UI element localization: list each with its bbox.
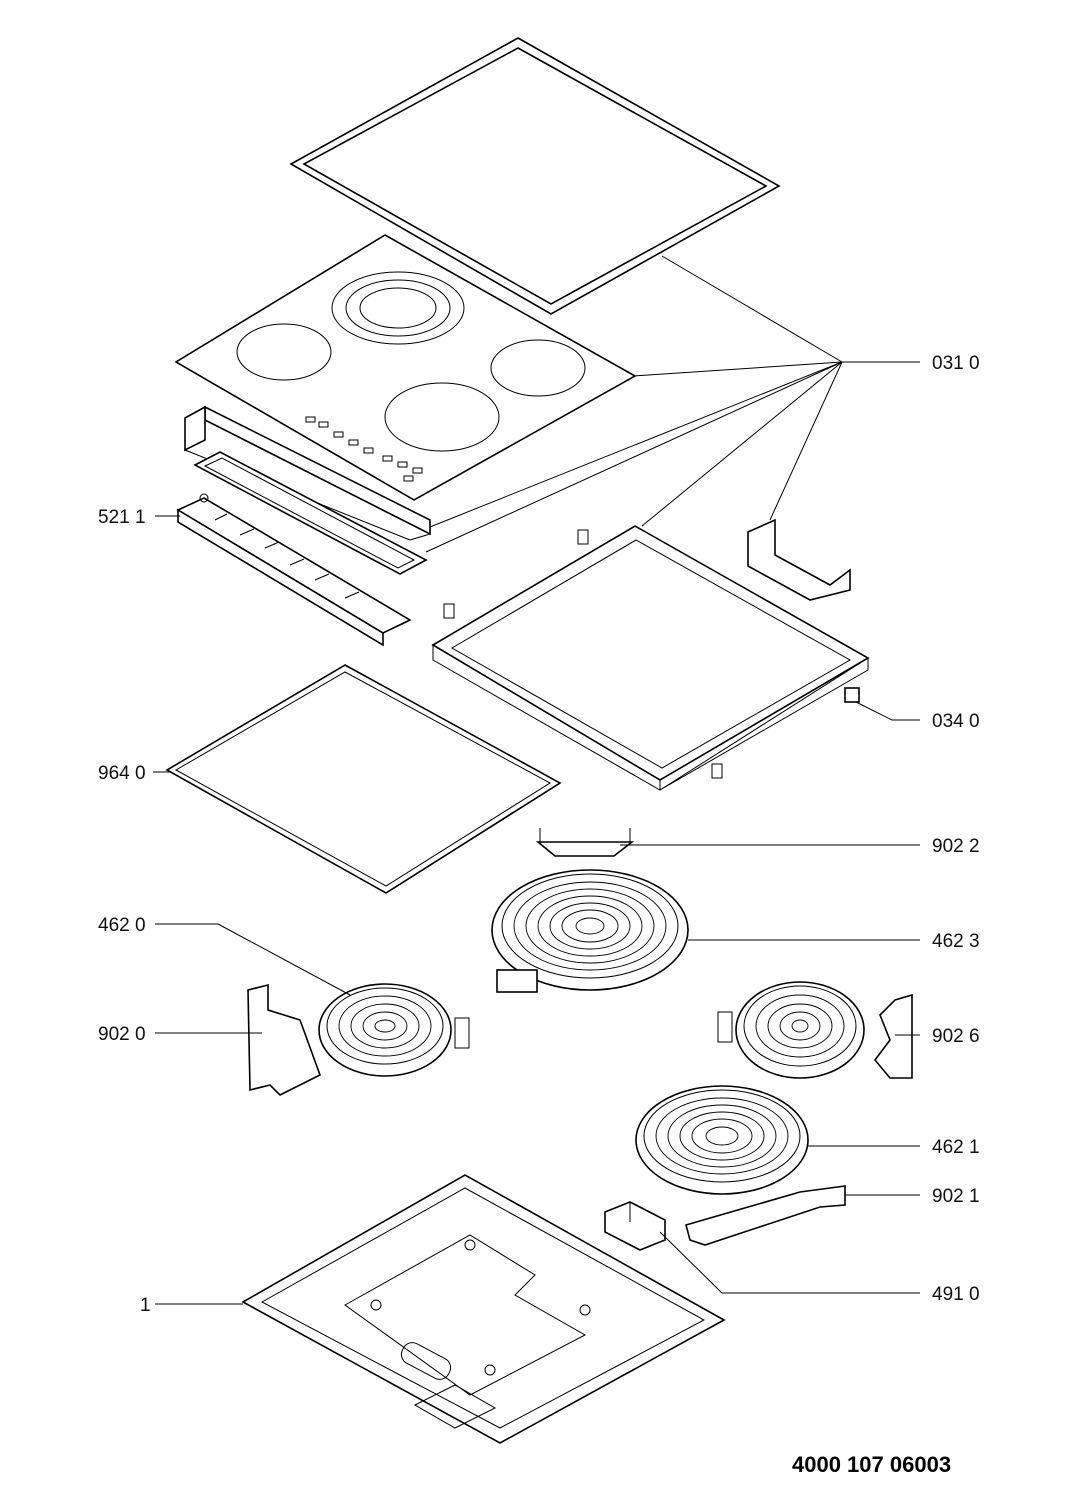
- callout-902-1: 902 1: [932, 1186, 980, 1207]
- callout-462-3: 462 3: [932, 931, 980, 952]
- left-heater: [318, 983, 470, 1077]
- callout-462-1: 462 1: [932, 1137, 980, 1158]
- document-number: 4000 107 06003: [792, 1452, 951, 1477]
- right-heater: [717, 981, 865, 1079]
- control-frame: [193, 451, 428, 575]
- top-gasket-frame: [289, 37, 781, 315]
- bottom-heater: [635, 1085, 809, 1195]
- terminal-block: [604, 1201, 666, 1251]
- leader-lines: [153, 255, 920, 1305]
- callout-491-0: 491 0: [932, 1284, 980, 1305]
- callout-1: 1: [140, 1295, 151, 1316]
- callout-031-0: 031 0: [932, 353, 980, 374]
- glass-ceramic-top: [174, 234, 637, 501]
- electronic-board: [176, 493, 412, 647]
- support-bracket: [747, 518, 851, 601]
- lower-gasket: [165, 664, 562, 894]
- large-heater: [491, 869, 689, 993]
- callout-964-0: 964 0: [98, 763, 146, 784]
- callout-034-0: 034 0: [932, 711, 980, 732]
- base-plate: [241, 1174, 726, 1444]
- left-heater-bracket: [247, 983, 321, 1096]
- control-housing: [184, 405, 431, 541]
- heater-bracket-top: [535, 828, 635, 857]
- callout-902-2: 902 2: [932, 836, 980, 857]
- chassis-frame: [431, 525, 870, 791]
- bottom-heater-bracket: [685, 1185, 846, 1246]
- callout-462-0: 462 0: [98, 915, 146, 936]
- callout-902-6: 902 6: [932, 1026, 980, 1047]
- callout-902-0: 902 0: [98, 1024, 146, 1045]
- right-heater-bracket: [873, 993, 913, 1079]
- callout-labels: 031 0 521 1 034 0 964 0 902 2 462 0 462 …: [98, 353, 980, 1316]
- clip-part: [844, 687, 860, 703]
- callout-521-1: 521 1: [98, 507, 146, 528]
